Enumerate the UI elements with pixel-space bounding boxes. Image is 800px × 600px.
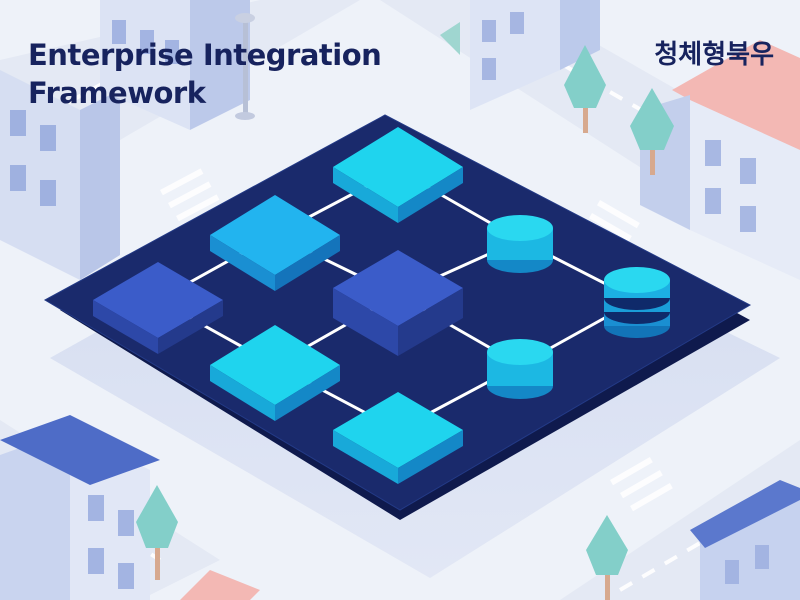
node-square-bottom [333, 392, 463, 484]
building-top-left [0, 70, 120, 280]
node-square-upper-left [210, 195, 340, 291]
node-cylinder-lower [487, 339, 553, 399]
tree-bottom-left [136, 485, 178, 580]
street-lamp [235, 13, 255, 120]
page-title-line-2: Framework [28, 76, 206, 110]
node-database-stack [604, 267, 670, 338]
page-title-line-1: Enterprise Integration [28, 38, 382, 72]
building-bottom-right [690, 480, 800, 600]
title-block: Enterprise Integration Framework [28, 36, 382, 112]
tree-bottom-right [586, 515, 628, 600]
node-square-left [93, 262, 223, 354]
node-square-top [333, 127, 463, 223]
brand-logo-text: 청체형북우 [654, 40, 774, 70]
building-bottom-left [0, 415, 160, 600]
tree-top-right-2 [630, 88, 674, 175]
node-square-lower-left [210, 325, 340, 421]
tree-top-right-1 [564, 45, 606, 133]
node-square-center [333, 250, 463, 356]
building-top-right-tall [440, 0, 600, 110]
building-top-center [100, 0, 250, 130]
building-bottom-center-roof [180, 570, 260, 600]
node-cylinder-upper [487, 215, 553, 273]
